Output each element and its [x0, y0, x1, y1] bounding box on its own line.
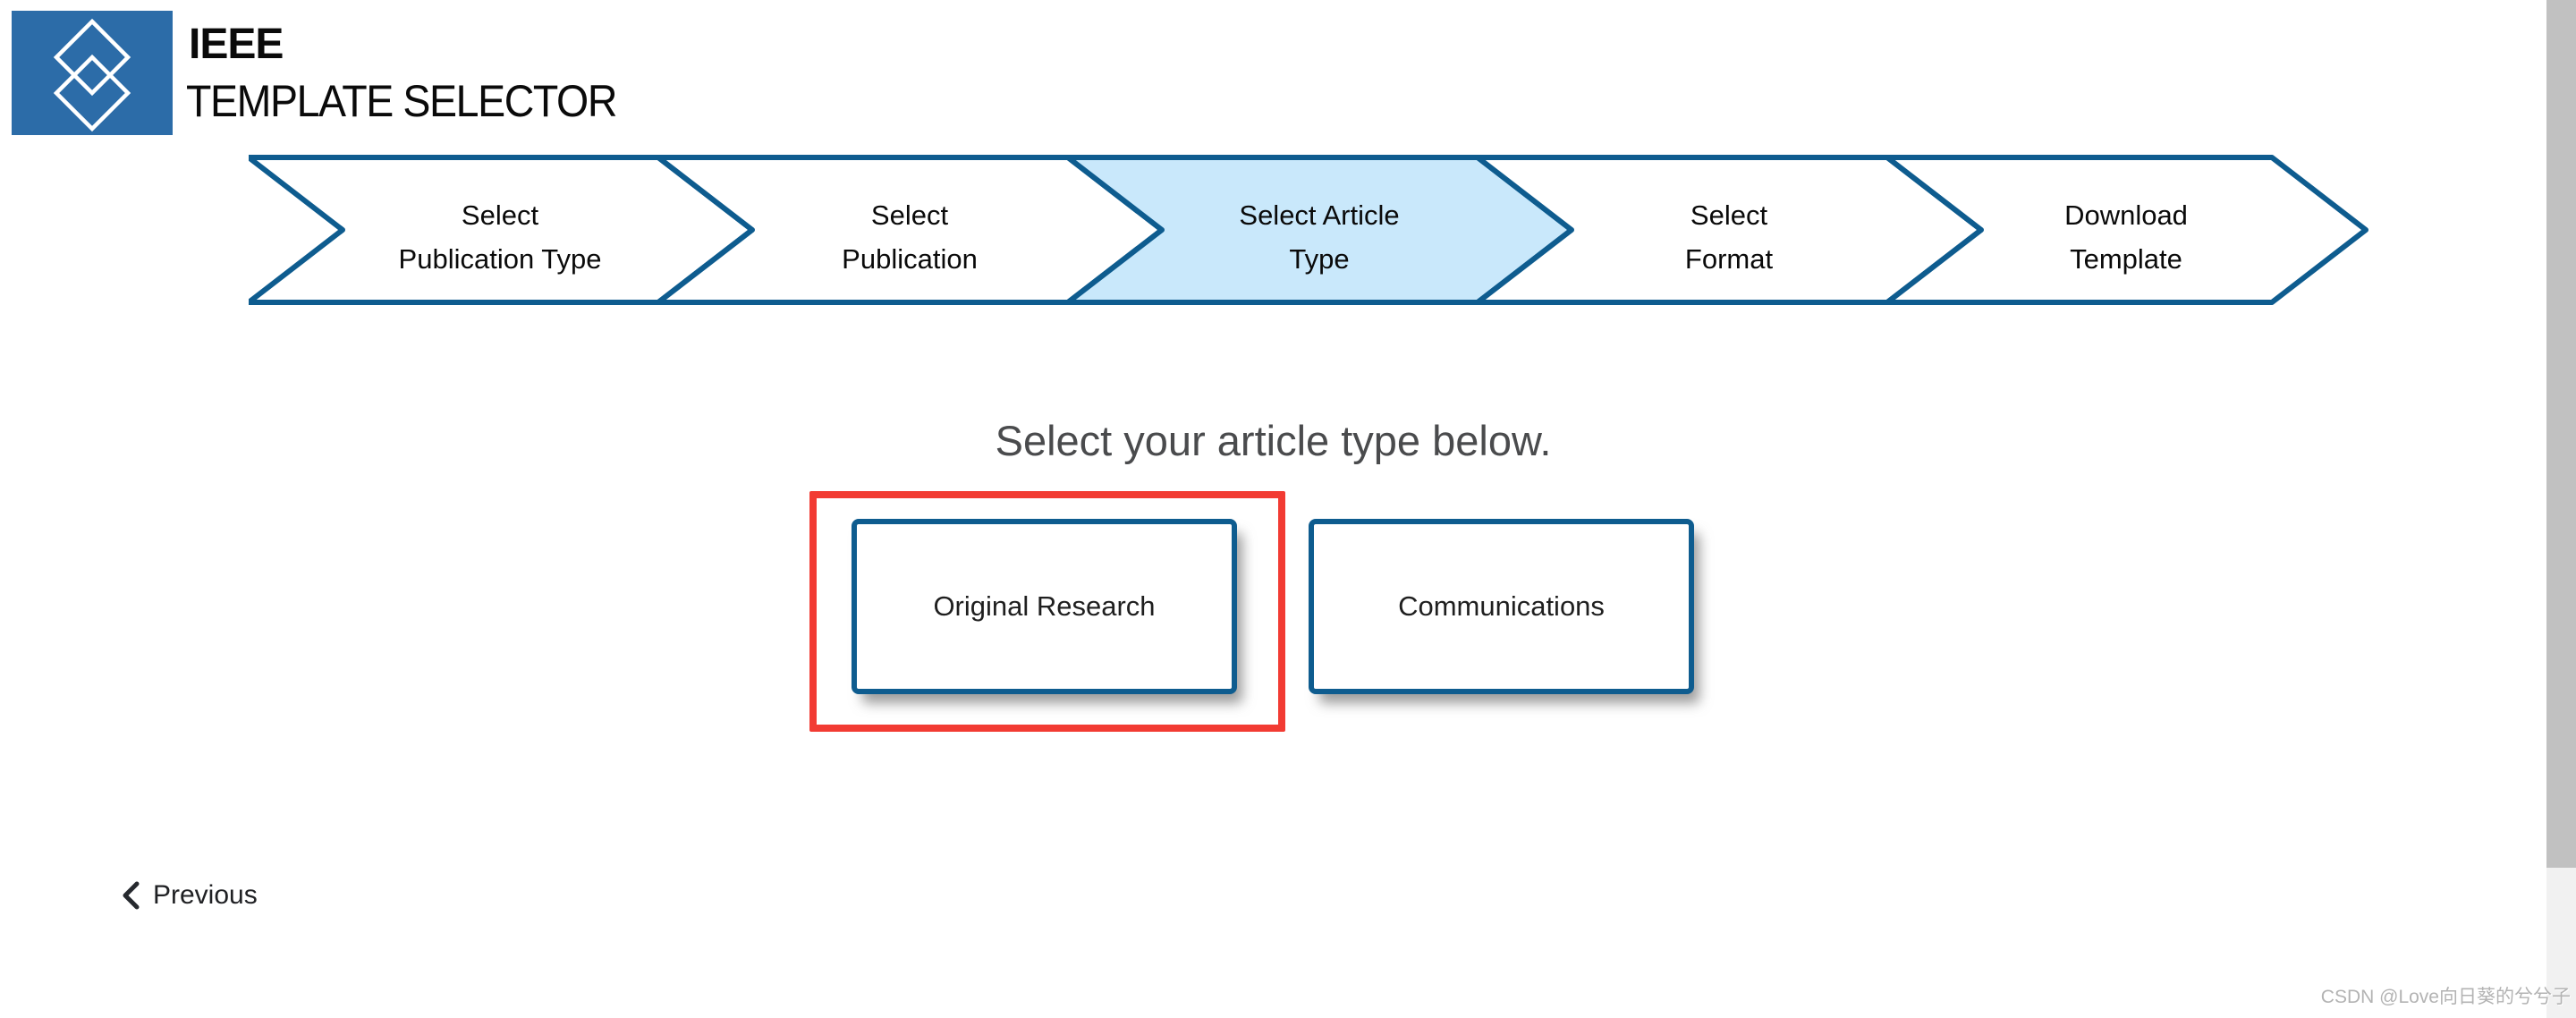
- previous-button[interactable]: Previous: [121, 880, 258, 911]
- step-label-line1: Download: [2064, 199, 2188, 231]
- step-select-article-type[interactable]: Select Article Type: [1065, 155, 1574, 305]
- article-type-button-communications[interactable]: Communications: [1309, 519, 1694, 694]
- previous-label: Previous: [153, 880, 258, 910]
- chevron-left-icon: [123, 881, 140, 910]
- ieee-logo: [12, 11, 173, 135]
- step-select-publication-type[interactable]: Select Publication Type: [249, 155, 755, 305]
- scrollbar-thumb[interactable]: [2546, 0, 2576, 868]
- step-select-format[interactable]: Select Format: [1475, 155, 1984, 305]
- scrollbar-track[interactable]: [2546, 0, 2576, 1018]
- step-download-template[interactable]: Download Template: [1885, 155, 2368, 305]
- brand-title: IEEE: [189, 21, 284, 68]
- watermark-text: CSDN @Love向日葵的兮兮子: [2320, 987, 2571, 1007]
- step-select-publication[interactable]: Select Publication: [656, 155, 1165, 305]
- ieee-logo-icon: [12, 11, 173, 135]
- brand-subtitle: TEMPLATE SELECTOR: [186, 76, 617, 126]
- step-label-line2: Publication: [842, 243, 978, 275]
- page-heading: Select your article type below.: [995, 417, 1552, 464]
- step-label-line2: Publication Type: [399, 243, 602, 275]
- wizard-stepper: Select Publication Type Select Publicati…: [249, 155, 2368, 305]
- step-label-line2: Format: [1685, 243, 1774, 275]
- article-type-button-original-research[interactable]: Original Research: [852, 519, 1237, 694]
- step-label-line1: Select Article: [1239, 199, 1399, 231]
- step-label-line1: Select: [462, 199, 539, 231]
- step-label-line2: Template: [2070, 243, 2182, 275]
- step-label-line2: Type: [1289, 243, 1349, 275]
- step-label-line1: Select: [871, 199, 949, 231]
- step-label-line1: Select: [1690, 199, 1768, 231]
